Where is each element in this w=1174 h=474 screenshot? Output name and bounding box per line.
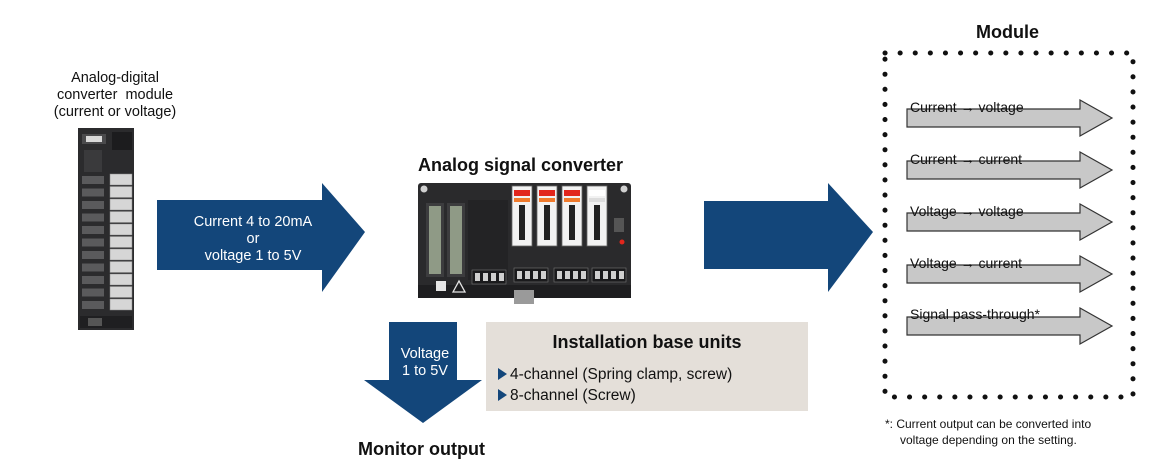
- adc-label-line-2: converter module: [56, 87, 174, 103]
- input-signal-line-1: Current 4 to 20mA: [193, 214, 313, 230]
- input-signal-line-3: voltage 1 to 5V: [204, 248, 302, 264]
- conversion-arrow: [906, 306, 1114, 346]
- base-unit-item: 4-channel (Spring clamp, screw): [498, 366, 732, 384]
- adc-label-line-3: (current or voltage): [53, 104, 177, 120]
- input-arrow: [157, 183, 365, 292]
- footnote-line-2: voltage depending on the setting.: [900, 433, 1077, 447]
- footnote-line-1: *: Current output can be converted into: [885, 417, 1092, 431]
- module-frame: [882, 50, 1136, 400]
- adc-label-line-1: Analog-digital: [71, 70, 159, 86]
- adc-module-device: [78, 128, 134, 330]
- conversion-label: Current → voltage: [910, 99, 1024, 115]
- module-title: Module: [976, 22, 1039, 42]
- monitor-signal-line-2: 1 to 5V: [402, 363, 448, 379]
- conversion-label: Voltage → voltage: [910, 203, 1024, 219]
- monitor-signal-line-1: Voltage: [400, 346, 450, 362]
- conversion-arrow: [906, 150, 1114, 190]
- monitor-arrow: [364, 322, 482, 423]
- monitor-signal-text: Voltage 1 to 5V: [380, 346, 470, 380]
- converter-title: Analog signal converter: [418, 155, 624, 175]
- input-signal-line-2: or: [246, 231, 260, 247]
- input-signal-text: Current 4 to 20mA or voltage 1 to 5V: [158, 214, 348, 265]
- base-units-box: Installation base units 4-channel (Sprin…: [486, 322, 808, 411]
- conversion-arrow: [906, 254, 1114, 294]
- base-unit-item-label: 8-channel (Screw): [510, 387, 636, 404]
- conversion-arrow: [906, 98, 1114, 138]
- conversion-label: Voltage → current: [910, 255, 1023, 271]
- triangle-bullet-icon: [498, 389, 507, 401]
- adc-module-label: Analog-digital converter module (current…: [30, 70, 200, 121]
- output-arrow: [704, 183, 873, 292]
- base-units-title: Installation base units: [552, 332, 742, 352]
- triangle-bullet-icon: [498, 368, 507, 380]
- footnote: *: Current output can be converted into …: [885, 416, 1145, 448]
- conversion-arrow: [906, 202, 1114, 242]
- base-unit-item-label: 4-channel (Spring clamp, screw): [510, 366, 733, 383]
- conversion-label: Current → current: [910, 151, 1023, 167]
- conversion-label: Signal pass-through*: [910, 306, 1040, 322]
- analog-signal-converter-device: [418, 183, 631, 304]
- base-unit-item: 8-channel (Screw): [498, 387, 636, 405]
- monitor-output-label: Monitor output: [358, 439, 485, 459]
